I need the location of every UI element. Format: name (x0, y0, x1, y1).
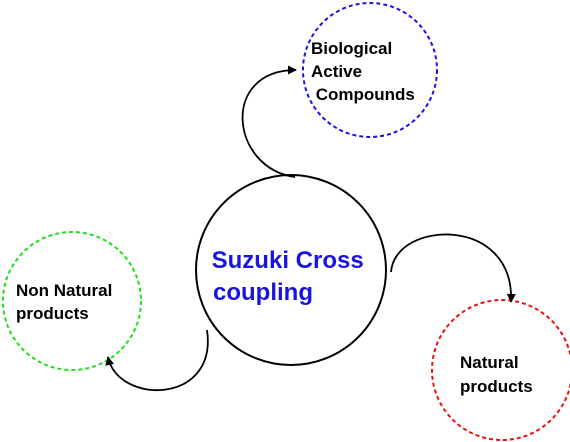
non-natural-products-label: Non Natural products (16, 281, 117, 323)
natural-products-node: Natural products (431, 299, 570, 441)
center-label-line-1: Suzuki Cross (212, 247, 364, 274)
non-natural-label-line-1: Non Natural (16, 281, 112, 300)
center-label-line-2: coupling (213, 279, 313, 306)
arrow-to-natural-products (390, 233, 516, 303)
non-natural-products-node: Non Natural products (2, 231, 142, 371)
biological-label-line-3: Compounds (311, 85, 415, 104)
natural-products-circle (431, 299, 570, 441)
arrow-to-biological-active-compounds (241, 65, 297, 178)
non-natural-label-line-2: products (16, 304, 89, 323)
natural-label-line-1: Natural (460, 353, 519, 372)
biological-label-line-1: Biological (311, 39, 392, 58)
biological-active-compounds-label: Biological Active Compounds (311, 39, 415, 104)
natural-label-line-2: products (460, 377, 533, 396)
biological-active-compounds-node: Biological Active Compounds (302, 2, 438, 138)
biological-label-line-2: Active (311, 62, 362, 81)
natural-products-label: Natural products (460, 353, 533, 396)
non-natural-products-circle (2, 231, 142, 371)
center-circle (195, 174, 387, 366)
arrow-to-non-natural-products (105, 329, 209, 391)
biological-active-compounds-circle (302, 2, 438, 138)
center-node: Suzuki Cross coupling (195, 174, 387, 366)
center-label: Suzuki Cross coupling (212, 247, 371, 306)
